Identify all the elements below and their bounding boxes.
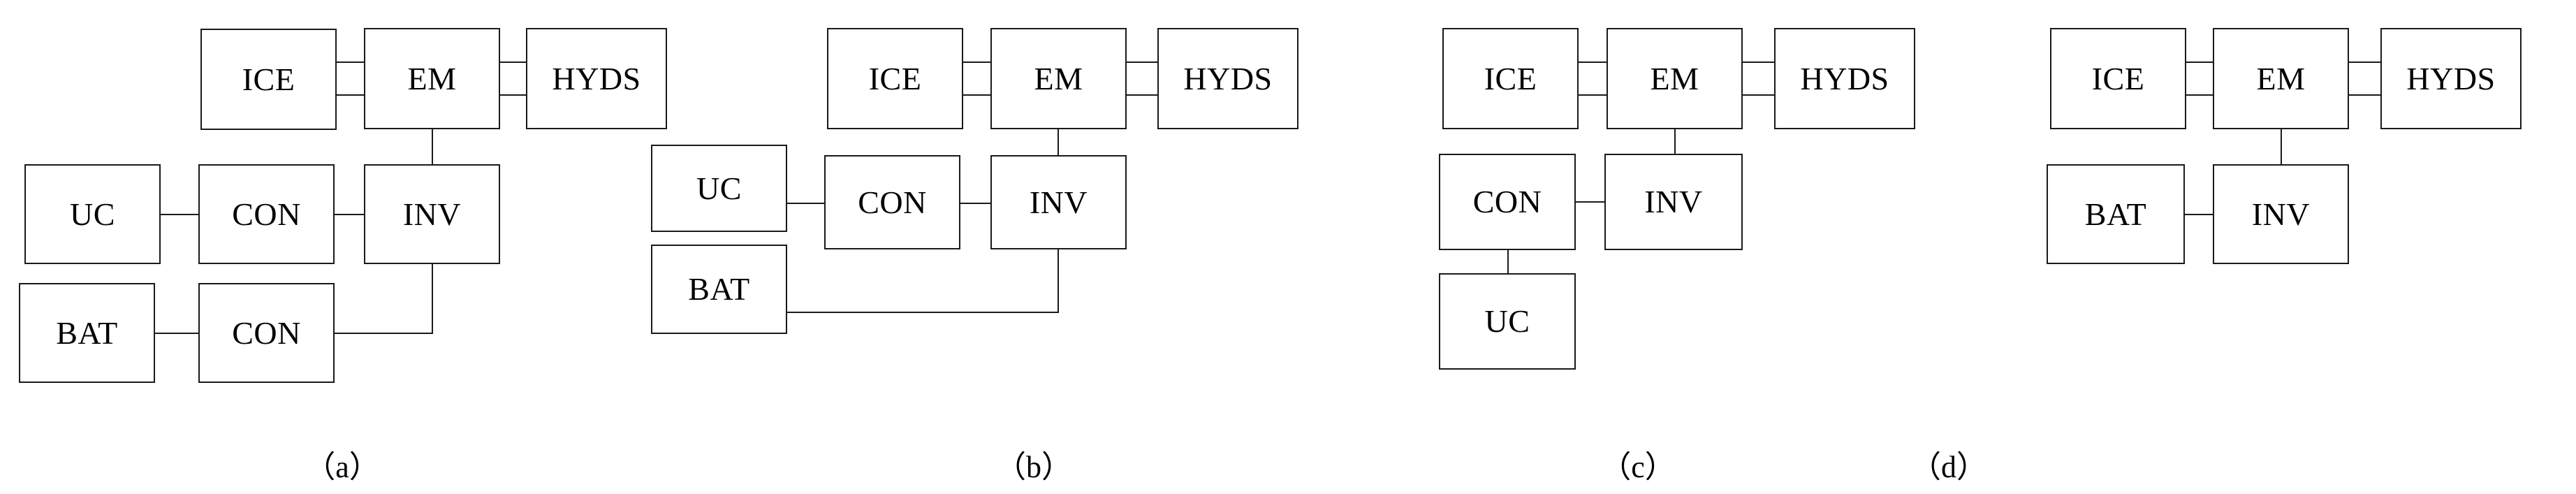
connector-line — [1741, 61, 1775, 63]
block-bat: BAT — [19, 283, 155, 383]
connector-line — [333, 214, 365, 215]
connector-line — [1578, 94, 1607, 96]
connector-line — [2348, 94, 2382, 96]
block-inv: INV — [1604, 154, 1743, 250]
block-ice: ICE — [1442, 28, 1579, 129]
connector-line — [963, 94, 992, 96]
connector-line — [2185, 94, 2214, 96]
block-inv: INV — [2213, 164, 2349, 264]
block-em: EM — [990, 28, 1127, 129]
block-con: CON — [824, 155, 960, 249]
connector-line — [160, 214, 200, 215]
block-uc: UC — [1439, 273, 1576, 370]
connector-line — [2281, 129, 2282, 166]
connector-line — [1058, 129, 1059, 157]
connector-line — [960, 203, 992, 204]
block-con: CON — [1439, 154, 1576, 250]
block-inv: INV — [990, 155, 1127, 249]
block-ice: ICE — [200, 29, 337, 130]
block-con2: CON — [198, 283, 335, 383]
connector-line — [336, 61, 365, 63]
panel-caption-b: （b） — [995, 450, 1072, 484]
connector-line — [432, 263, 433, 334]
connector-line — [499, 94, 527, 96]
panel-caption-c: （c） — [1600, 450, 1676, 484]
connector-line — [1578, 61, 1607, 63]
block-hyds: HYDS — [1774, 28, 1915, 129]
block-con1: CON — [198, 164, 335, 264]
connector-line — [1574, 201, 1606, 203]
connector-line — [963, 61, 992, 63]
connector-line — [786, 203, 826, 204]
connector-line — [499, 61, 527, 63]
block-hyds: HYDS — [526, 28, 667, 129]
block-em: EM — [2213, 28, 2349, 129]
block-em: EM — [364, 28, 500, 129]
connector-line — [333, 333, 433, 334]
connector-line — [2185, 61, 2214, 63]
panel-caption-d: （d） — [1910, 450, 1987, 484]
connector-line — [786, 312, 1059, 313]
block-ice: ICE — [2050, 28, 2186, 129]
block-uc: UC — [651, 145, 787, 232]
connector-line — [1507, 249, 1509, 275]
block-uc: UC — [24, 164, 161, 264]
connector-line — [1741, 94, 1775, 96]
connector-line — [154, 333, 200, 334]
connector-line — [1674, 129, 1676, 155]
connector-line — [1125, 94, 1159, 96]
block-inv: INV — [364, 164, 500, 264]
connector-line — [336, 94, 365, 96]
connector-line — [432, 129, 433, 166]
block-em: EM — [1607, 28, 1743, 129]
block-ice: ICE — [827, 28, 963, 129]
block-bat: BAT — [651, 245, 787, 334]
block-hyds: HYDS — [1157, 28, 1298, 129]
block-hyds: HYDS — [2380, 28, 2522, 129]
connector-line — [2183, 214, 2214, 215]
connector-line — [1058, 249, 1059, 313]
connector-line — [2348, 61, 2382, 63]
panel-caption-a: （a） — [305, 450, 380, 484]
block-bat: BAT — [2047, 164, 2185, 264]
connector-line — [1125, 61, 1159, 63]
